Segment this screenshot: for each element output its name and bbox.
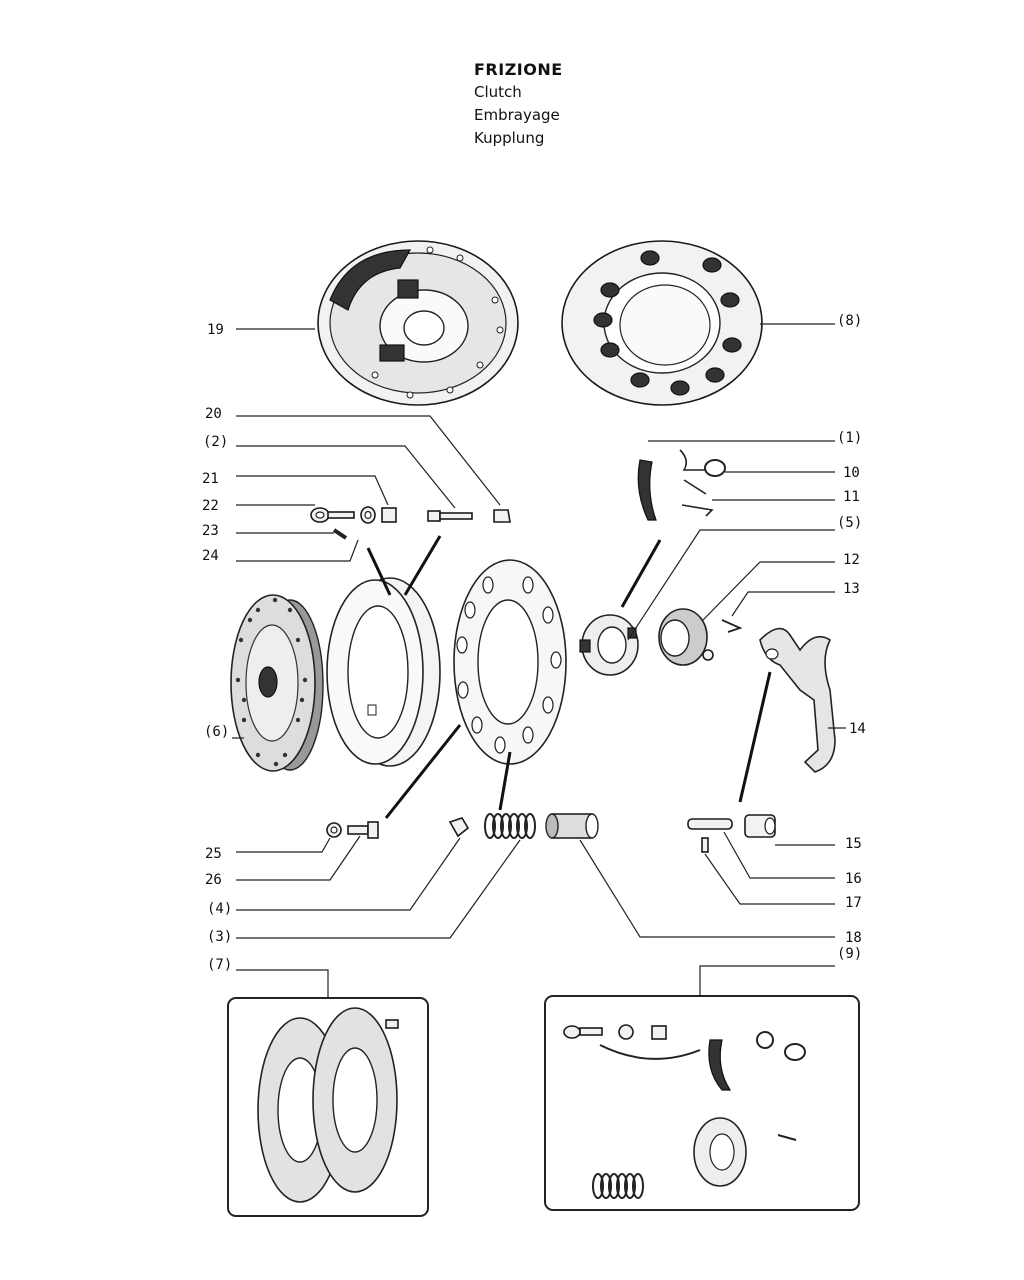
pin-23 xyxy=(332,528,348,540)
clip-13 xyxy=(721,619,743,633)
lining-kit-7 xyxy=(227,997,429,1217)
release-kit-9 xyxy=(544,995,860,1211)
title-german: Kupplung xyxy=(474,129,545,147)
spring-clip-10 xyxy=(679,449,726,495)
callout-22: 22 xyxy=(202,498,219,514)
release-bearing-12 xyxy=(658,608,714,666)
clutch-assembly-19 xyxy=(317,240,519,406)
spring-clip-4 xyxy=(448,817,470,838)
spring-3 xyxy=(484,813,536,839)
callout-3: (3) xyxy=(207,929,232,945)
nut-25 xyxy=(326,822,342,838)
title-italian: FRIZIONE xyxy=(474,60,563,79)
bearing-carrier-5 xyxy=(579,614,639,676)
title-english: Clutch xyxy=(474,83,522,101)
pin-16 xyxy=(687,818,733,830)
roller-17 xyxy=(701,837,709,853)
callout-7: (7) xyxy=(207,957,232,973)
callout-24: 24 xyxy=(202,548,219,564)
washer-21 xyxy=(360,506,376,524)
assembly-arrows xyxy=(366,535,772,819)
clutch-disc-6 xyxy=(230,594,324,772)
callout-5: (5) xyxy=(837,515,862,531)
eyebolt-22 xyxy=(310,507,355,523)
callout-25: 25 xyxy=(205,846,222,862)
callout-18: 18 xyxy=(845,930,862,946)
callout-11: 11 xyxy=(843,489,860,505)
callout-12: 12 xyxy=(843,552,860,568)
callout-26: 26 xyxy=(205,872,222,888)
release-fork-14 xyxy=(759,627,836,773)
title-french: Embrayage xyxy=(474,106,560,124)
callout-23: 23 xyxy=(202,523,219,539)
title-block: FRIZIONE Clutch Embrayage Kupplung xyxy=(474,58,563,150)
pin-clip-11 xyxy=(681,504,714,517)
bushing-18 xyxy=(545,813,599,839)
callout-8: (8) xyxy=(837,313,862,329)
callout-labels: 19 (8) 20 (2) 21 22 23 24 (1) 10 11 (5) … xyxy=(202,313,866,973)
pressure-ring xyxy=(326,577,441,767)
callout-9: (9) xyxy=(837,946,862,962)
callout-20: 20 xyxy=(205,406,222,422)
callout-4: (4) xyxy=(207,901,232,917)
callout-16: 16 xyxy=(845,871,862,887)
callout-15: 15 xyxy=(845,836,862,852)
callout-14: 14 xyxy=(849,721,866,737)
callout-21: 21 xyxy=(202,471,219,487)
bolt-2 xyxy=(427,510,473,522)
callout-13: 13 xyxy=(843,581,860,597)
bushing-15 xyxy=(744,814,776,838)
release-lever-1 xyxy=(637,459,657,521)
callout-2: (2) xyxy=(203,434,228,450)
callout-17: 17 xyxy=(845,895,862,911)
nut-21 xyxy=(381,507,397,523)
screw-26 xyxy=(347,821,379,839)
clutch-cover-8 xyxy=(561,240,763,406)
spring-plate xyxy=(453,559,567,765)
nut-20 xyxy=(493,509,511,523)
callout-1: (1) xyxy=(837,430,862,446)
callout-10: 10 xyxy=(843,465,860,481)
callout-6: (6) xyxy=(204,724,229,740)
leader-lines xyxy=(232,323,846,997)
callout-19: 19 xyxy=(207,322,224,338)
